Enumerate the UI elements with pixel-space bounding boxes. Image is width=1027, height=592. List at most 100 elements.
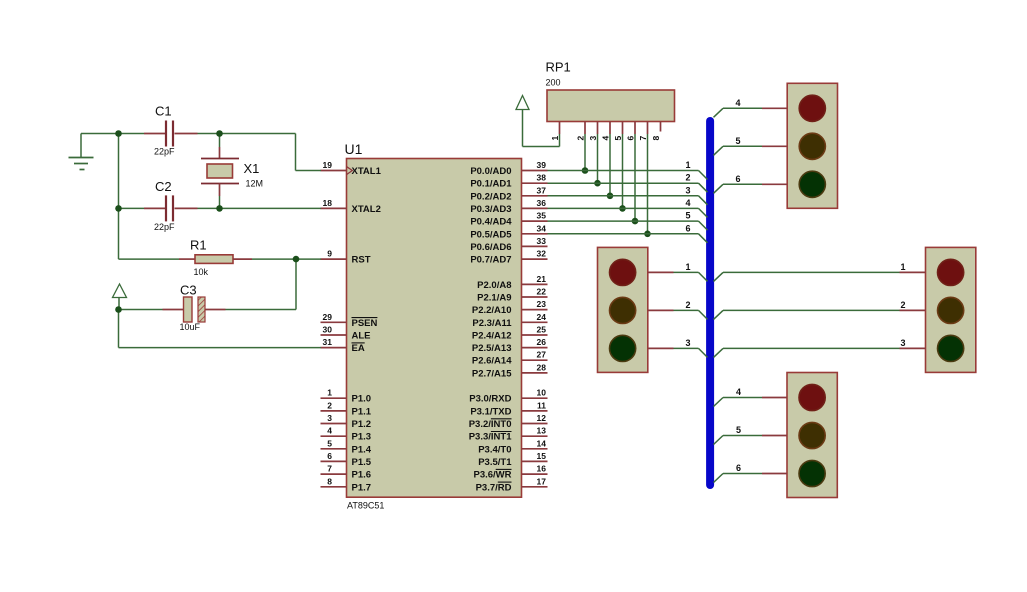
svg-text:P1.1: P1.1 bbox=[352, 406, 372, 417]
svg-text:4: 4 bbox=[735, 98, 740, 108]
svg-text:3: 3 bbox=[685, 185, 690, 195]
svg-text:12: 12 bbox=[537, 413, 547, 423]
svg-text:P0.0/AD0: P0.0/AD0 bbox=[470, 166, 511, 177]
svg-text:RP1: RP1 bbox=[546, 60, 571, 75]
svg-text:2: 2 bbox=[685, 300, 690, 310]
svg-text:4: 4 bbox=[327, 426, 332, 436]
svg-text:10k: 10k bbox=[194, 267, 209, 277]
svg-text:15: 15 bbox=[537, 451, 547, 461]
svg-text:37: 37 bbox=[537, 185, 547, 195]
svg-text:P0.2/AD2: P0.2/AD2 bbox=[470, 191, 511, 202]
svg-text:10: 10 bbox=[537, 388, 547, 398]
svg-text:13: 13 bbox=[537, 426, 547, 436]
svg-text:6: 6 bbox=[685, 223, 690, 233]
svg-text:2: 2 bbox=[576, 136, 586, 141]
svg-text:19: 19 bbox=[323, 160, 333, 170]
svg-text:U1: U1 bbox=[345, 141, 363, 157]
svg-text:P0.5/AD5: P0.5/AD5 bbox=[470, 229, 512, 240]
svg-text:P2.0/A8: P2.0/A8 bbox=[477, 280, 511, 291]
svg-text:6: 6 bbox=[327, 451, 332, 461]
svg-text:3: 3 bbox=[900, 338, 905, 348]
svg-text:XTAL1: XTAL1 bbox=[352, 166, 382, 177]
svg-text:1: 1 bbox=[685, 160, 690, 170]
svg-text:X1: X1 bbox=[244, 161, 260, 176]
svg-text:P1.7: P1.7 bbox=[352, 482, 372, 493]
svg-text:26: 26 bbox=[537, 337, 547, 347]
svg-text:14: 14 bbox=[537, 438, 547, 448]
svg-text:11: 11 bbox=[537, 400, 546, 410]
svg-text:6: 6 bbox=[626, 136, 636, 141]
svg-text:C3: C3 bbox=[180, 283, 197, 298]
svg-text:P3.4/T0: P3.4/T0 bbox=[478, 444, 511, 455]
svg-text:XTAL2: XTAL2 bbox=[352, 204, 381, 215]
svg-text:31: 31 bbox=[323, 337, 333, 347]
svg-text:27: 27 bbox=[537, 350, 547, 360]
svg-text:P0.3/AD3: P0.3/AD3 bbox=[470, 204, 511, 215]
svg-text:P3.6/WR: P3.6/WR bbox=[473, 470, 511, 481]
svg-text:29: 29 bbox=[323, 312, 333, 322]
svg-text:P0.6/AD6: P0.6/AD6 bbox=[470, 242, 511, 253]
svg-text:1: 1 bbox=[900, 262, 905, 272]
svg-text:P0.1/AD1: P0.1/AD1 bbox=[470, 179, 512, 190]
svg-text:33: 33 bbox=[537, 236, 547, 246]
svg-text:8: 8 bbox=[651, 136, 661, 141]
svg-text:1: 1 bbox=[550, 136, 560, 141]
svg-text:22pF: 22pF bbox=[154, 147, 175, 157]
svg-text:P1.0: P1.0 bbox=[352, 394, 372, 405]
svg-text:2: 2 bbox=[685, 173, 690, 183]
svg-text:30: 30 bbox=[323, 325, 333, 335]
svg-text:4: 4 bbox=[685, 198, 690, 208]
svg-text:3: 3 bbox=[588, 136, 598, 141]
svg-text:P3.2/INT0: P3.2/INT0 bbox=[469, 419, 512, 430]
svg-text:34: 34 bbox=[537, 223, 547, 233]
svg-text:P2.5/A13: P2.5/A13 bbox=[472, 343, 512, 354]
svg-text:5: 5 bbox=[613, 136, 623, 141]
svg-text:P2.3/A11: P2.3/A11 bbox=[472, 318, 512, 329]
svg-text:C2: C2 bbox=[155, 179, 172, 194]
svg-text:18: 18 bbox=[323, 198, 333, 208]
svg-text:22pF: 22pF bbox=[154, 222, 175, 232]
svg-text:P0.4/AD4: P0.4/AD4 bbox=[470, 217, 512, 228]
svg-text:5: 5 bbox=[685, 211, 690, 221]
svg-text:28: 28 bbox=[537, 362, 547, 372]
svg-text:P0.7/AD7: P0.7/AD7 bbox=[470, 255, 511, 266]
svg-text:17: 17 bbox=[537, 476, 547, 486]
svg-text:P2.2/A10: P2.2/A10 bbox=[472, 305, 512, 316]
svg-text:9: 9 bbox=[327, 249, 332, 259]
svg-text:2: 2 bbox=[327, 400, 332, 410]
svg-text:6: 6 bbox=[735, 174, 740, 184]
svg-text:P2.1/A9: P2.1/A9 bbox=[477, 293, 511, 304]
svg-text:P3.1/TXD: P3.1/TXD bbox=[470, 406, 511, 417]
svg-text:P1.2: P1.2 bbox=[352, 419, 372, 430]
svg-text:16: 16 bbox=[537, 464, 547, 474]
svg-text:P1.5: P1.5 bbox=[352, 457, 372, 468]
svg-text:10uF: 10uF bbox=[180, 322, 201, 332]
svg-text:4: 4 bbox=[601, 136, 611, 141]
svg-text:3: 3 bbox=[327, 413, 332, 423]
svg-text:3: 3 bbox=[685, 338, 690, 348]
svg-text:P2.4/A12: P2.4/A12 bbox=[472, 331, 512, 342]
svg-text:P3.3/INT1: P3.3/INT1 bbox=[469, 432, 512, 443]
svg-text:24: 24 bbox=[537, 312, 547, 322]
svg-text:39: 39 bbox=[537, 160, 547, 170]
svg-text:5: 5 bbox=[327, 438, 332, 448]
svg-text:23: 23 bbox=[537, 299, 547, 309]
svg-text:2: 2 bbox=[900, 300, 905, 310]
svg-text:PSEN: PSEN bbox=[352, 318, 378, 329]
svg-text:P2.6/A14: P2.6/A14 bbox=[472, 356, 512, 367]
svg-text:8: 8 bbox=[327, 476, 332, 486]
svg-text:6: 6 bbox=[736, 463, 741, 473]
svg-text:P3.5/T1: P3.5/T1 bbox=[478, 457, 512, 468]
svg-text:5: 5 bbox=[736, 425, 741, 435]
svg-text:R1: R1 bbox=[190, 238, 207, 253]
svg-text:22: 22 bbox=[537, 287, 547, 297]
svg-text:25: 25 bbox=[537, 325, 547, 335]
svg-text:P3.7/RD: P3.7/RD bbox=[476, 482, 512, 493]
svg-text:P1.6: P1.6 bbox=[352, 470, 372, 481]
svg-text:1: 1 bbox=[327, 388, 332, 398]
svg-text:7: 7 bbox=[327, 464, 332, 474]
svg-text:RST: RST bbox=[352, 255, 371, 266]
svg-text:C1: C1 bbox=[155, 104, 172, 119]
svg-text:4: 4 bbox=[736, 387, 741, 397]
svg-text:P3.0/RXD: P3.0/RXD bbox=[469, 394, 511, 405]
